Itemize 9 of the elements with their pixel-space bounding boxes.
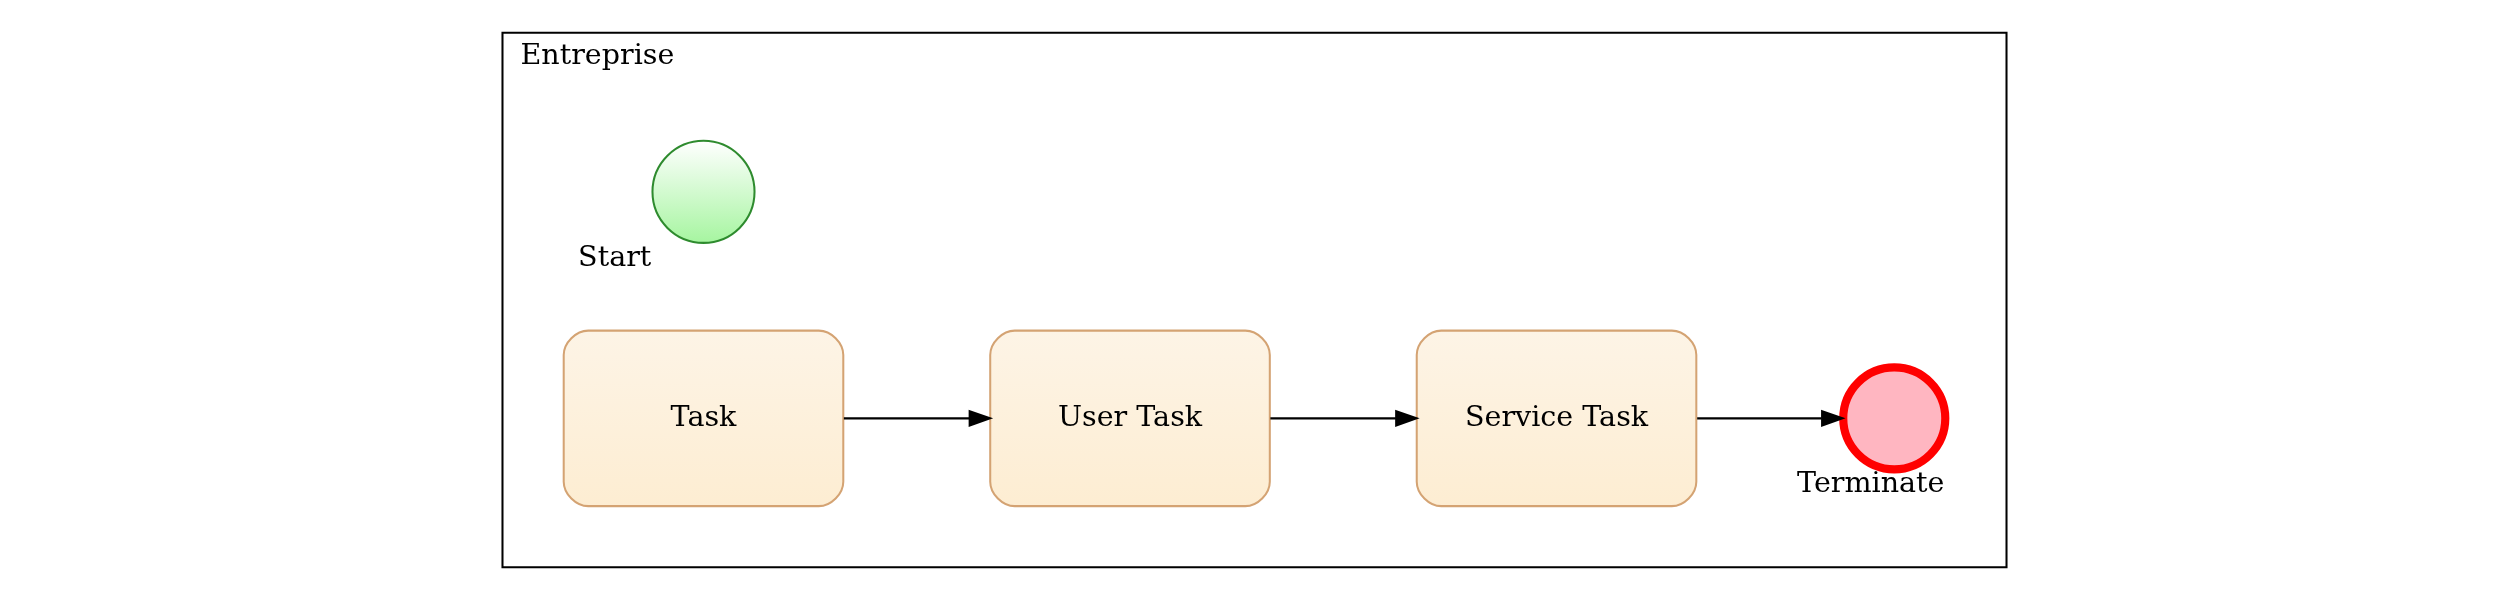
arrow: [1269, 409, 1420, 427]
node-label: Start: [577, 238, 651, 273]
arrow: [843, 409, 993, 427]
arrow: [1696, 409, 1846, 427]
node-box: User Task: [988, 329, 1271, 508]
node-label: Terminate: [1796, 465, 1945, 500]
node-box: Service Task: [1415, 329, 1697, 508]
node-box: Task: [562, 329, 844, 508]
node-circle: [650, 139, 756, 244]
